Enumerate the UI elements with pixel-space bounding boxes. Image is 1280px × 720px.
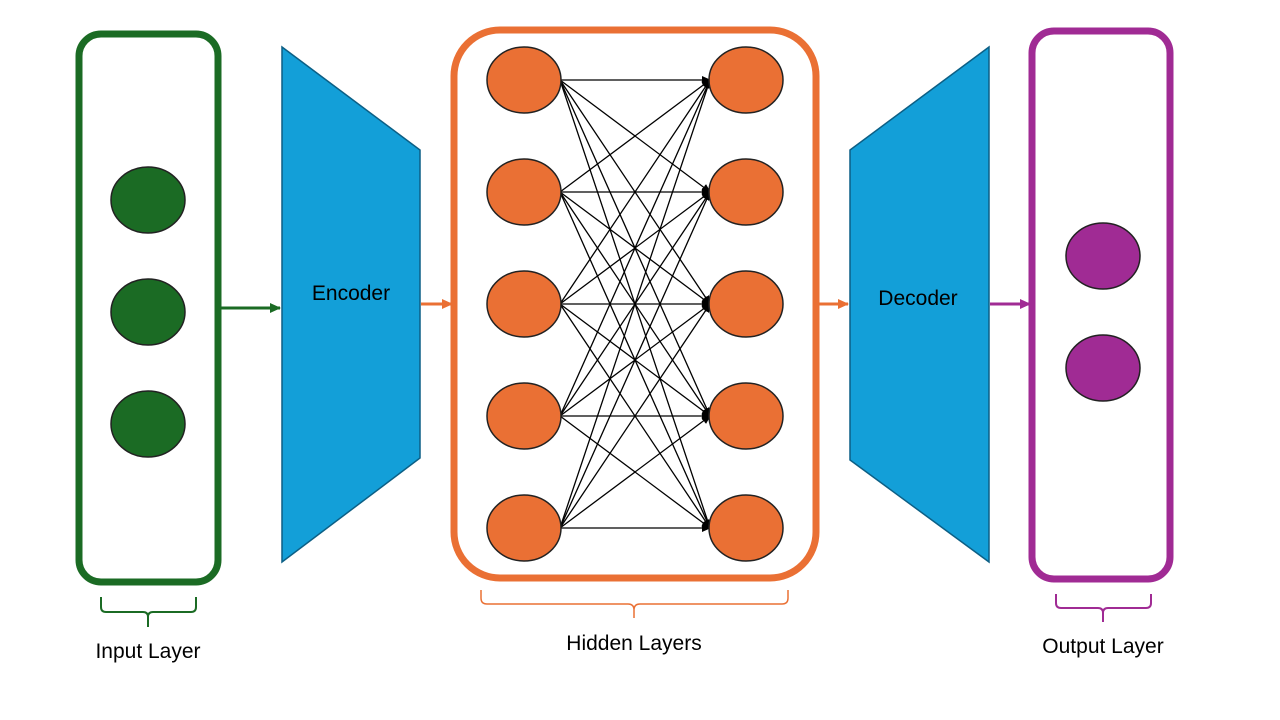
decoder-label: Decoder xyxy=(878,287,957,310)
hidden-left-node-1 xyxy=(486,46,562,114)
hidden-edge-5-3 xyxy=(559,303,711,529)
hidden-right-node-5 xyxy=(708,494,784,562)
hidden-left-node-2 xyxy=(486,158,562,226)
hidden-nodes xyxy=(486,46,784,562)
input-nodes xyxy=(110,166,186,458)
hidden-right-node-4 xyxy=(708,382,784,450)
hidden-right-node-1 xyxy=(708,46,784,114)
output-node-2 xyxy=(1065,334,1141,402)
hidden-edge-5-4 xyxy=(559,415,711,529)
hidden-left-node-4 xyxy=(486,382,562,450)
hidden-layers-label: Hidden Layers xyxy=(566,632,702,655)
hidden-right-node-3 xyxy=(708,270,784,338)
input-layer-brace xyxy=(100,597,197,627)
hidden-edge-5-1 xyxy=(559,79,712,529)
hidden-edge-3-1 xyxy=(559,79,711,305)
hidden-edge-2-1 xyxy=(559,79,711,193)
hidden-edge-5-2 xyxy=(559,191,711,529)
output-layer-brace xyxy=(1055,594,1152,622)
input-layer-label: Input Layer xyxy=(95,640,201,663)
hidden-connections xyxy=(559,76,712,532)
encoder-block xyxy=(281,45,421,564)
output-layer-label: Output Layer xyxy=(1042,635,1164,658)
output-node-1 xyxy=(1065,222,1141,290)
hidden-left-node-3 xyxy=(486,270,562,338)
hidden-layers-brace xyxy=(480,590,789,618)
input-node-1 xyxy=(110,166,186,234)
hidden-left-node-5 xyxy=(486,494,562,562)
decoder-block xyxy=(849,45,990,564)
hidden-right-node-2 xyxy=(708,158,784,226)
input-node-2 xyxy=(110,278,186,346)
hidden-edge-4-1 xyxy=(559,79,711,417)
encoder-label: Encoder xyxy=(312,282,390,305)
input-node-3 xyxy=(110,390,186,458)
output-nodes xyxy=(1065,222,1141,402)
output-layer-box xyxy=(1028,27,1174,583)
